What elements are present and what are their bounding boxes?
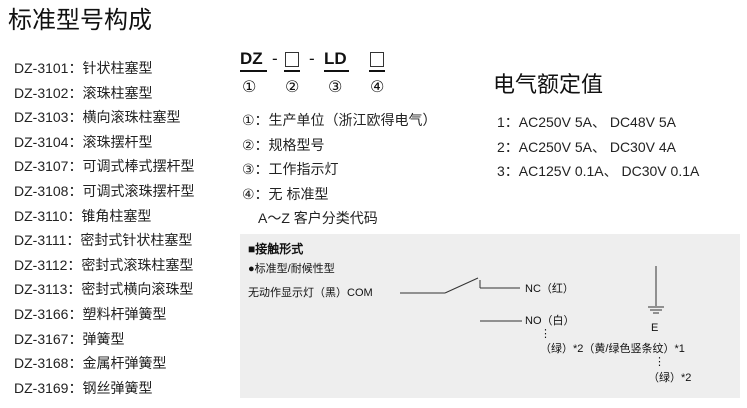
com-label: 无动作显示灯（黑）COM	[248, 287, 373, 299]
wiring-heading: ■接触形式	[248, 242, 304, 256]
green-note: （绿）*2（黄/绿色竖条纹）*1	[540, 343, 685, 355]
code-underline	[284, 70, 300, 72]
model-item: DZ-3102：滚珠柱塞型	[14, 84, 153, 101]
page-title: 标准型号构成	[8, 7, 152, 34]
model-item: DZ-3101：针状柱塞型	[14, 60, 153, 76]
model-item: DZ-3108：可调式滚珠摆杆型	[14, 182, 195, 199]
green-note-2: （绿）*2	[648, 372, 692, 384]
rating-item: 2：AC250V 5A、 DC30V 4A	[497, 138, 676, 155]
wiring-diagram: ■接触形式 ●标准型/耐候性型 无动作显示灯（黑）COM NC（红） NO（白）…	[240, 234, 740, 398]
legend-item: ④：无 标准型	[242, 185, 329, 202]
ground-dots: ⋮	[654, 356, 665, 368]
legend-item: ③：工作指示灯	[242, 161, 339, 178]
model-item: DZ-3166：塑料杆弹簧型	[14, 305, 167, 322]
switch-lever	[444, 277, 479, 294]
nc-label: NC（红）	[525, 283, 574, 295]
legend-item: ①：生产单位（浙江欧得电气）	[242, 112, 437, 128]
ratings-title: 电气额定值	[493, 72, 604, 97]
model-item: DZ-3113：密封式横向滚珠型	[14, 281, 194, 298]
ground-label: E	[651, 322, 659, 334]
rating-item: 3：AC125V 0.1A、 DC30V 0.1A	[497, 163, 700, 180]
wiring-lines	[400, 266, 664, 322]
code-underline	[369, 70, 385, 72]
model-item: DZ-3104：滚珠摆杆型	[14, 133, 153, 150]
model-list: DZ-3101：针状柱塞型 DZ-3102：滚珠柱塞型 DZ-3103：横向滚珠…	[14, 56, 194, 400]
model-item: DZ-3167：弹簧型	[14, 330, 125, 347]
code-box-spec	[285, 52, 299, 67]
model-item: DZ-3169：钢丝弹簧型	[14, 379, 153, 396]
model-item: DZ-3168：金属杆弹簧型	[14, 355, 167, 372]
code-dash: -	[309, 49, 315, 68]
code-marker: ③	[328, 79, 343, 96]
code-underline	[240, 70, 267, 72]
ratings-list: 1：AC250V 5A、 DC48V 5A 2：AC250V 5A、 DC30V…	[497, 110, 699, 184]
model-item: DZ-3112：密封式滚珠柱塞型	[14, 256, 194, 273]
model-item: DZ-3107：可调式棒式摆杆型	[14, 158, 195, 175]
legend-item: A～Z 客户分类代码	[258, 210, 378, 227]
code-legend: ①：生产单位（浙江欧得电气） ②：规格型号 ③：工作指示灯 ④：无 标准型 A～…	[242, 108, 437, 231]
code-segment-dz: DZ	[240, 49, 263, 68]
code-marker: ①	[242, 79, 257, 96]
code-box-type	[370, 52, 384, 67]
model-item: DZ-3111：密封式针状柱塞型	[14, 232, 193, 249]
no-dots: ⋮	[540, 328, 551, 340]
code-underline	[324, 70, 349, 72]
code-segment-ld: LD	[324, 49, 347, 68]
no-label: NO（白）	[525, 315, 575, 327]
model-item: DZ-3110：锥角柱塞型	[14, 207, 152, 224]
code-marker: ④	[370, 79, 385, 96]
rating-item: 1：AC250V 5A、 DC48V 5A	[497, 114, 676, 130]
legend-item: ②：规格型号	[242, 136, 325, 153]
code-marker: ②	[285, 79, 300, 96]
code-dash: -	[272, 49, 278, 68]
model-item: DZ-3103：横向滚珠柱塞型	[14, 109, 181, 126]
wiring-type: ●标准型/耐候性型	[248, 263, 335, 275]
